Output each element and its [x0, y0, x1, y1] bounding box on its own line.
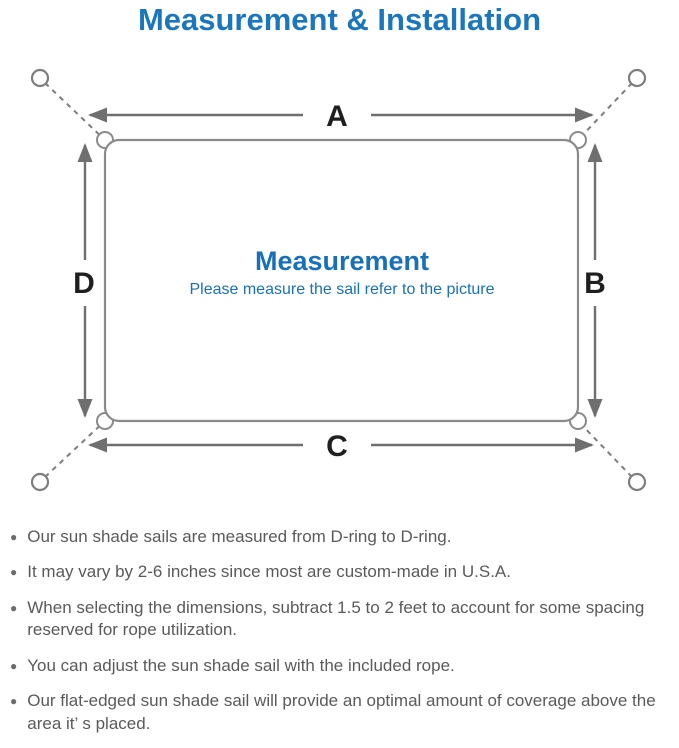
page-title: Measurement & Installation [137, 2, 542, 37]
dimension-label-a: A [326, 100, 348, 133]
note-item: ● Our flat-edged sun shade sail will pro… [10, 690, 671, 735]
note-text: Our flat-edged sun shade sail will provi… [27, 691, 656, 733]
note-text: When selecting the dimensions, subtract … [27, 597, 645, 640]
note-item: ● Our sun shade sails are measured from … [10, 526, 671, 548]
bullet-dot-icon: ● [10, 658, 18, 673]
note-text: Our sun shade sails are measured from D-… [27, 527, 452, 546]
sail-rectangle [103, 138, 580, 423]
note-text: It may vary by 2-6 inches since most are… [27, 562, 511, 582]
anchor-point-icon [30, 68, 50, 88]
diagram-center-subtitle: Please measure the sail refer to the pic… [189, 281, 494, 298]
bullet-dot-icon: ● [10, 565, 18, 580]
dimension-label-d: D [73, 267, 95, 300]
anchor-point-icon [30, 472, 50, 492]
anchor-points [30, 68, 647, 492]
anchor-point-icon [627, 68, 647, 88]
measurement-diagram: A B C D Measurement Please measure the s… [0, 60, 679, 522]
anchor-point-icon [627, 472, 647, 492]
rope-bottom-left [44, 419, 107, 478]
sail-diagram-canvas: A B C D Measurement Please measure the s… [30, 68, 647, 492]
notes-list: ● Our sun shade sails are measured from … [0, 526, 679, 748]
rope-bottom-right [576, 419, 633, 478]
diagram-center-title: Measurement [255, 246, 429, 276]
bullet-dot-icon: ● [10, 600, 18, 615]
dimension-label-b: B [584, 267, 606, 300]
rope-dashed-lines [44, 82, 633, 478]
bullet-dot-icon: ● [10, 530, 18, 544]
corner-d-rings [96, 131, 587, 430]
measurement-arrows [77, 107, 603, 453]
rope-top-left [44, 82, 107, 142]
note-item: ● When selecting the dimensions, subtrac… [10, 597, 671, 642]
note-text: You can adjust the sun shade sail with t… [27, 655, 455, 675]
bullet-dot-icon: ● [10, 694, 18, 709]
note-item: ● It may vary by 2-6 inches since most a… [10, 561, 671, 583]
note-item: ● You can adjust the sun shade sail with… [10, 655, 671, 677]
dimension-label-c: C [326, 430, 348, 463]
rope-top-right [576, 82, 633, 142]
